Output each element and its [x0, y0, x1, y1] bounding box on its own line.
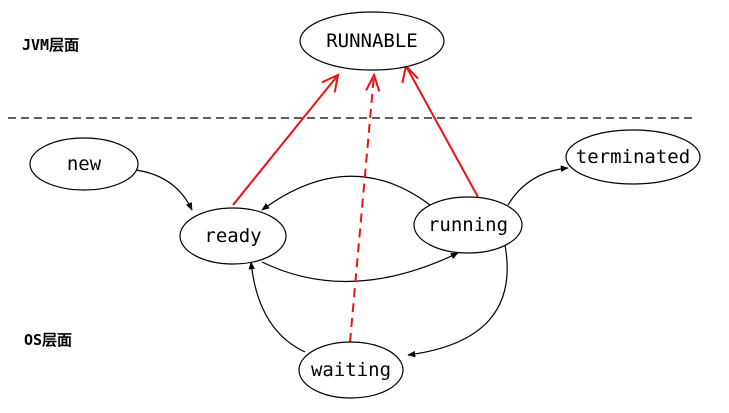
- jvm-layer-label: JVM层面: [22, 36, 79, 54]
- state-terminated-label: terminated: [576, 146, 690, 168]
- edge-running-to-ready: [261, 175, 431, 211]
- edge-new-to-ready: [135, 169, 193, 211]
- state-runnable: RUNNABLE: [299, 11, 445, 71]
- edge-running-to-waiting: [407, 244, 508, 358]
- edge-running-to-terminated: [507, 165, 569, 206]
- mapping-arrowhead-waiting: [365, 72, 381, 92]
- state-running-label: running: [428, 214, 508, 236]
- state-waiting-label: waiting: [311, 359, 391, 381]
- edge-ready-to-running: [261, 252, 459, 283]
- mapping-ready-to-runnable: [232, 74, 339, 206]
- state-new: new: [29, 137, 139, 191]
- os-layer-label: OS层面: [24, 331, 72, 349]
- state-ready-label: ready: [204, 225, 261, 247]
- edge-waiting-to-ready: [248, 261, 306, 353]
- state-waiting: waiting: [298, 341, 404, 399]
- state-terminated: terminated: [565, 129, 701, 185]
- state-runnable-label: RUNNABLE: [326, 30, 418, 52]
- state-new-label: new: [67, 153, 102, 175]
- mapping-arrowhead-ready: [321, 73, 340, 93]
- mapping-running-to-runnable: [405, 65, 479, 198]
- state-running: running: [413, 196, 523, 254]
- mapping-waiting-to-runnable: [349, 74, 375, 343]
- state-ready: ready: [179, 207, 287, 265]
